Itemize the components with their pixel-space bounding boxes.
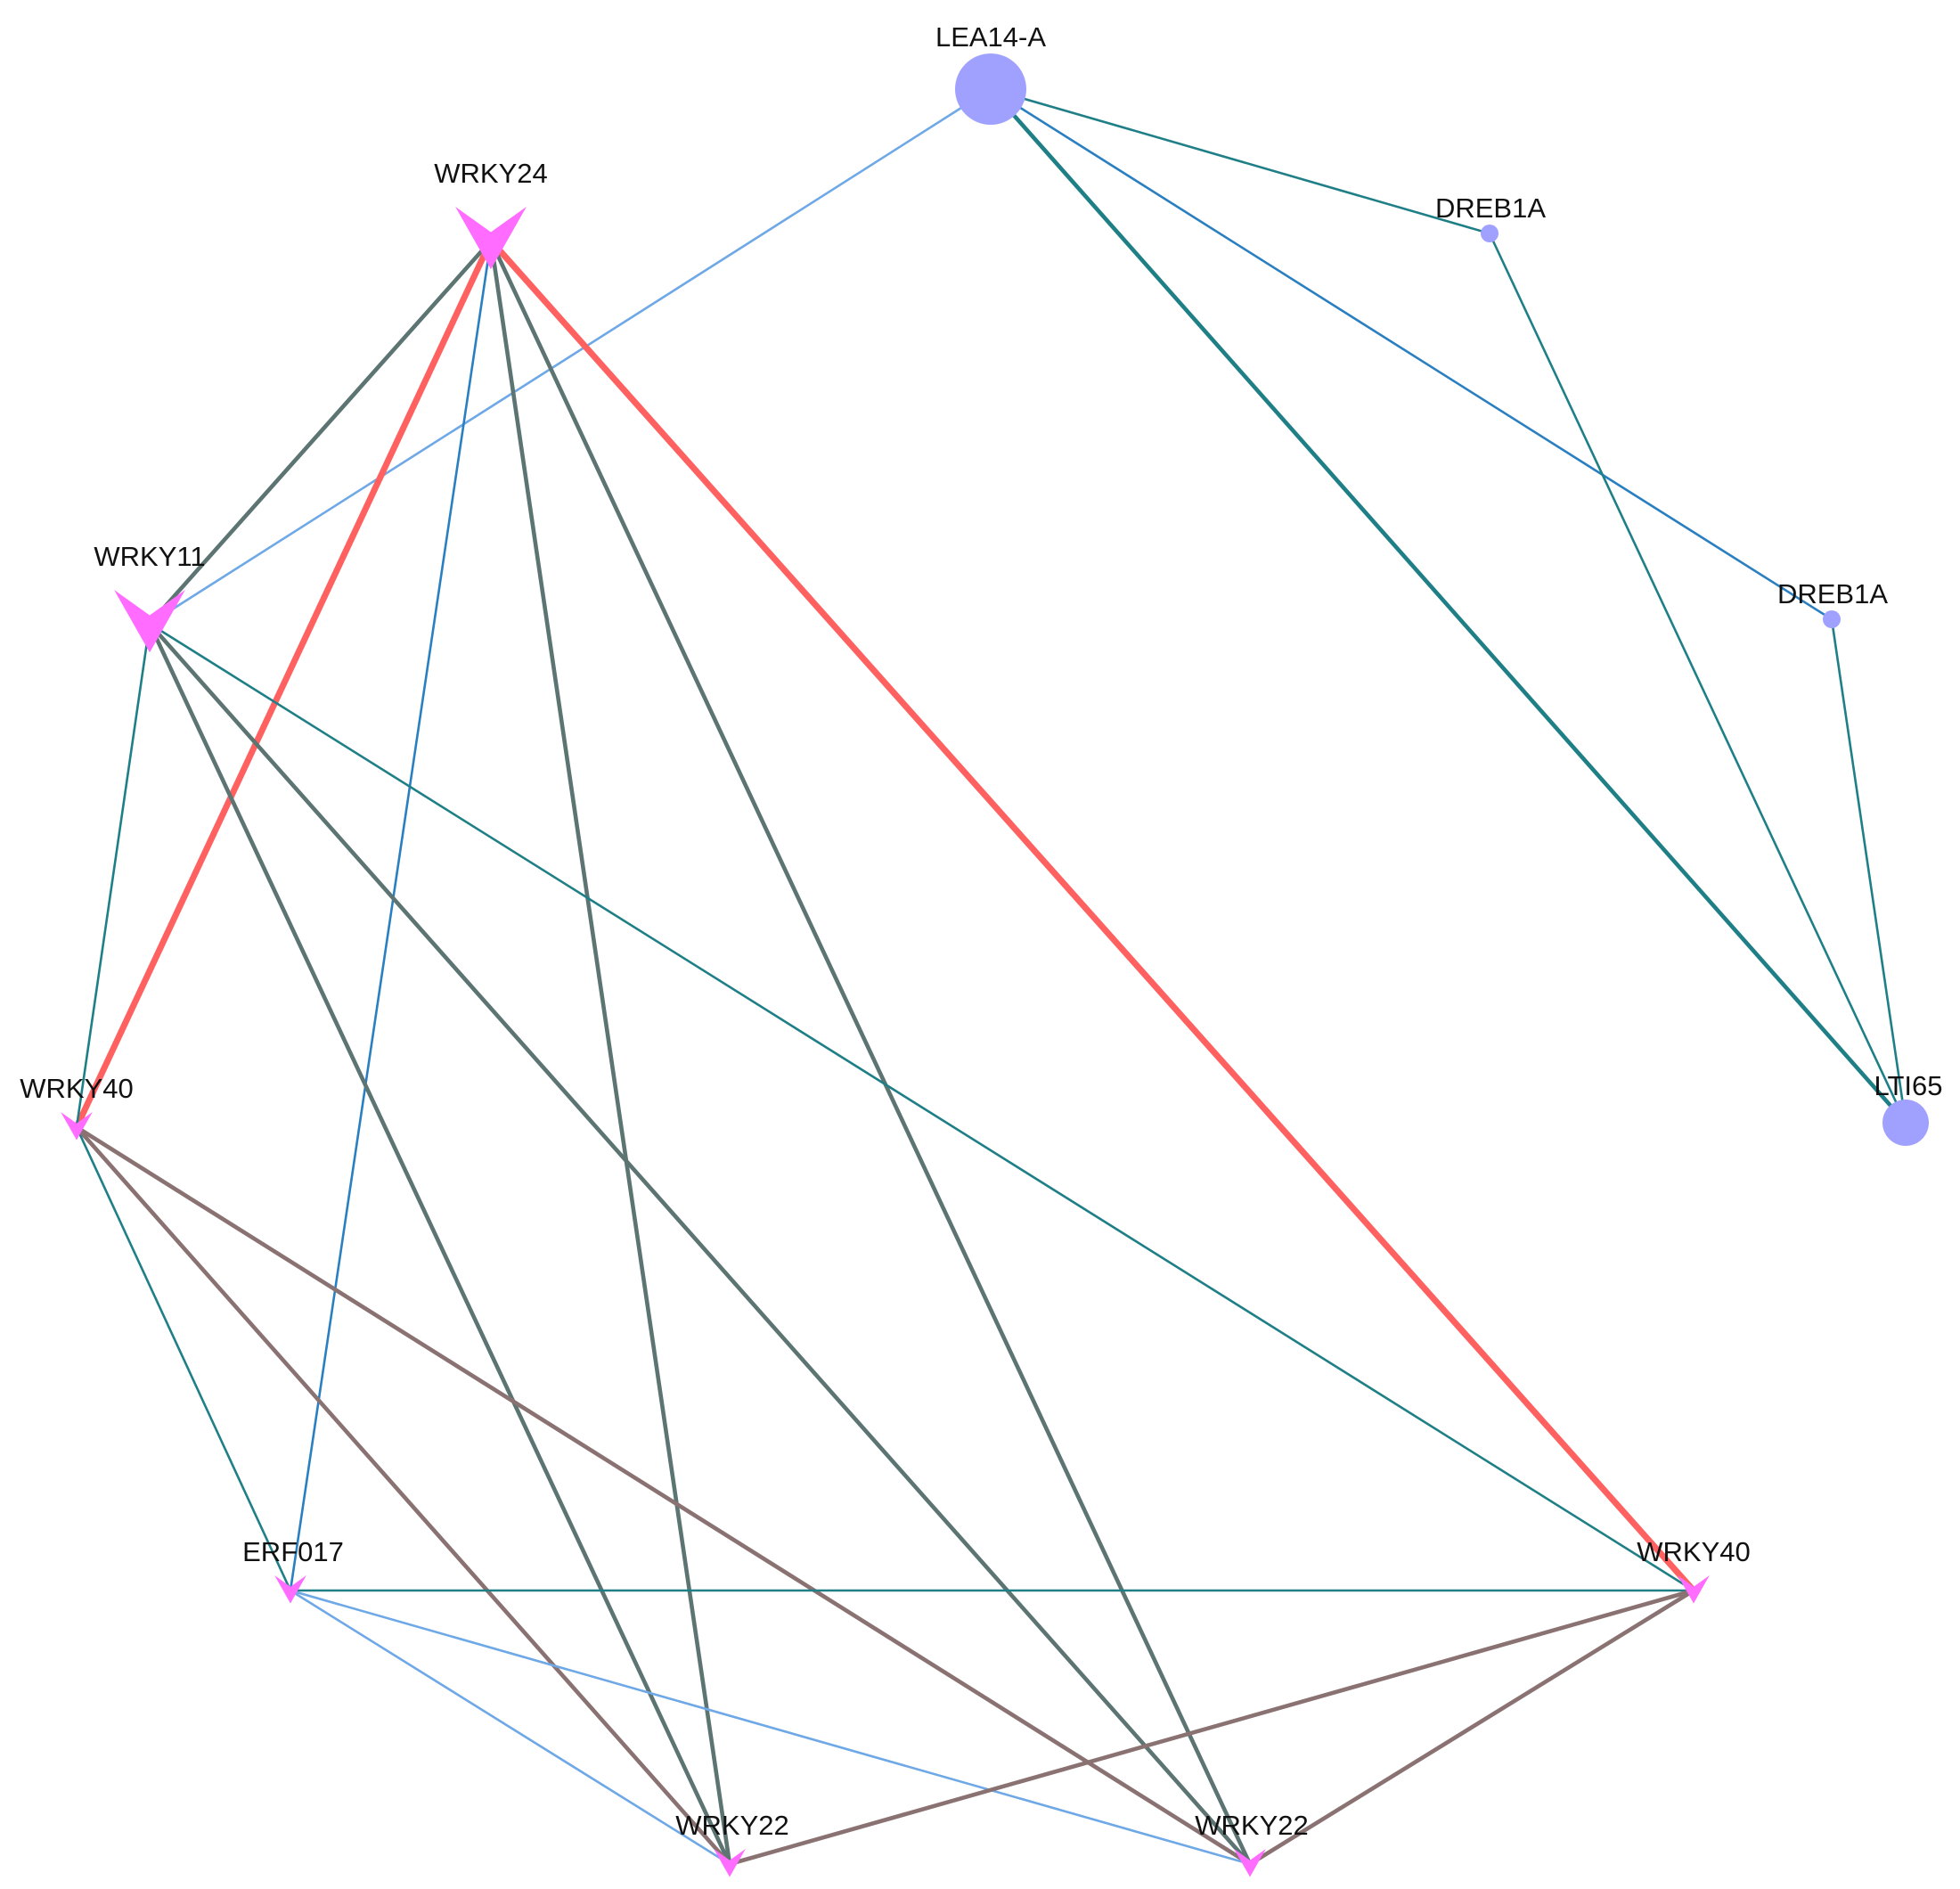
node-dreb1a-1[interactable]: [1481, 225, 1499, 242]
node-lea14a[interactable]: [955, 53, 1026, 125]
node-wrky24[interactable]: [455, 207, 527, 270]
edge-wrky11-wrky22_r: [147, 621, 1253, 1867]
node-wrky22-l[interactable]: [714, 1849, 746, 1877]
node-label-dreb1a-1: DREB1A: [1435, 192, 1546, 224]
node-erf017[interactable]: [274, 1575, 306, 1604]
edge-lea14a-wrky11: [148, 87, 992, 626]
edge-wrky40_l-wrky22_r: [74, 1124, 1253, 1867]
node-wrky40-l[interactable]: [61, 1112, 93, 1141]
edge-wrky24-wrky40_l: [73, 237, 494, 1131]
edge-lea14a-lti65: [988, 86, 1908, 1125]
edge-dreb1a_1-lti65: [1488, 232, 1907, 1124]
edge-wrky11-wrky40_r: [148, 622, 1695, 1592]
node-label-erf017: ERF017: [242, 1536, 344, 1567]
edge-wrky40_r-wrky22_r: [1247, 1588, 1696, 1867]
edge-wrky40_l-wrky22_l: [74, 1124, 732, 1867]
edge-layer: [73, 86, 1908, 1867]
edge-wrky24-wrky11: [147, 238, 494, 626]
edge-lea14a-dreb1a_1: [989, 87, 1491, 235]
node-label-wrky22-r: WRKY22: [1195, 1810, 1308, 1841]
edge-wrky24-wrky22_l: [488, 238, 732, 1867]
node-label-wrky24: WRKY24: [434, 158, 547, 189]
edge-wrky11-wrky40_l: [75, 622, 151, 1129]
edge-wrky24-wrky22_r: [488, 238, 1253, 1867]
node-label-lea14a: LEA14-A: [935, 21, 1046, 53]
node-label-lti65: LTI65: [1874, 1070, 1943, 1101]
edge-wrky24-erf017: [289, 239, 493, 1592]
node-wrky11[interactable]: [114, 590, 185, 653]
edge-wrky11-wrky22_l: [147, 621, 732, 1867]
edge-erf017-wrky22_l: [289, 1589, 731, 1866]
node-dreb1a-2[interactable]: [1823, 610, 1841, 628]
edge-wrky40_r-wrky22_l: [727, 1588, 1696, 1867]
node-wrky22-r[interactable]: [1234, 1849, 1266, 1877]
node-label-wrky11: WRKY11: [94, 541, 205, 572]
edge-lea14a-dreb1a_2: [989, 87, 1833, 621]
node-label-wrky40-l: WRKY40: [20, 1073, 133, 1104]
node-layer: [61, 53, 1929, 1877]
node-label-wrky40-r: WRKY40: [1637, 1536, 1750, 1567]
edge-wrky40_l-erf017: [75, 1125, 292, 1592]
edge-erf017-wrky22_r: [289, 1589, 1252, 1866]
node-lti65[interactable]: [1882, 1100, 1929, 1146]
node-label-wrky22-l: WRKY22: [675, 1810, 788, 1841]
edge-wrky24-wrky40_r: [487, 237, 1697, 1594]
node-wrky40-r[interactable]: [1678, 1575, 1710, 1604]
node-label-dreb1a-2: DREB1A: [1777, 578, 1888, 609]
label-layer: LEA14-A DREB1A DREB1A LTI65 WRKY24WRKY11WRKY…: [20, 21, 1942, 1841]
edge-dreb1a_2-lti65: [1830, 617, 1907, 1124]
